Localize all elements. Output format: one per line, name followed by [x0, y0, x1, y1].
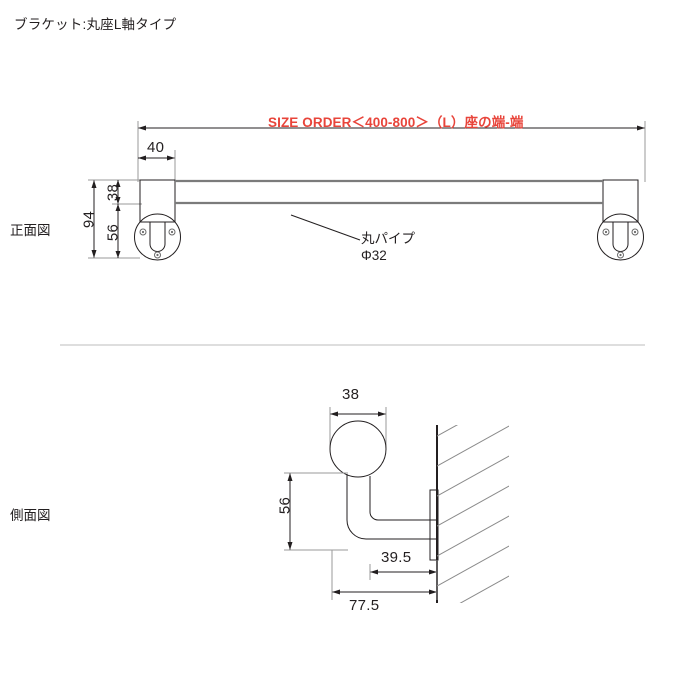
- width-dim-arrow-right: [167, 155, 175, 161]
- overall-dim-arrow-left: [138, 125, 146, 131]
- right-screw-dot-3: [619, 253, 622, 257]
- dim-bracket-width: 40: [147, 139, 165, 156]
- front-view-label: 正面図: [10, 223, 51, 238]
- right-screw-dot-2: [633, 230, 637, 234]
- right-screw-hole-2: [631, 228, 639, 236]
- pipe-callout-line2: Φ32: [361, 247, 387, 263]
- left-base-plate: [134, 213, 181, 261]
- plate-offset-arrow-right: [429, 569, 437, 575]
- total-height-arrow-top: [91, 180, 97, 188]
- projection-arrow-left: [332, 589, 340, 595]
- dim-total-projection: 77.5: [349, 597, 380, 614]
- side-view-label: 側面図: [10, 508, 51, 523]
- left-bracket-block: [139, 179, 176, 223]
- total-height-arrow-bottom: [91, 250, 97, 258]
- left-screw-dot-1: [141, 230, 145, 234]
- page-title: ブラケット:丸座L軸タイプ: [14, 17, 177, 32]
- width-dim-arrow-left: [138, 155, 146, 161]
- drop-dim-arrow-top: [287, 473, 293, 481]
- dim-pipe-diameter: 38: [342, 386, 360, 403]
- post-height-arrow-bottom: [115, 251, 121, 258]
- right-screw-dot-1: [604, 230, 608, 234]
- right-screw-hole-1: [602, 228, 610, 236]
- wall-hatching: [437, 425, 509, 603]
- block-height-arrow-top: [115, 180, 121, 187]
- pipe-callout-line1: 丸パイプ: [361, 231, 415, 246]
- right-bracket-post: [612, 222, 629, 252]
- left-screw-hole-1: [139, 228, 147, 236]
- right-base-plate: [597, 213, 644, 261]
- left-screw-hole-3: [154, 251, 161, 259]
- left-screw-hole-2: [168, 228, 176, 236]
- pipe-leader-line: [290, 214, 361, 241]
- overall-dim-arrow-right: [637, 125, 645, 131]
- right-screw-hole-3: [617, 251, 624, 259]
- pipe-dia-arrow-right: [378, 411, 386, 417]
- left-bracket-post: [149, 222, 166, 252]
- post-height-arrow-top: [115, 204, 121, 211]
- left-screw-dot-2: [170, 230, 174, 234]
- block-height-arrow-bottom: [115, 197, 121, 204]
- bracket-arm-inner: [369, 476, 437, 521]
- right-bracket-block: [602, 179, 639, 223]
- pipe-dia-arrow-left: [330, 411, 338, 417]
- left-screw-dot-3: [156, 253, 159, 257]
- pipe-cross-section: [329, 420, 387, 478]
- dim-drop-height: 56: [276, 496, 294, 515]
- dim-plate-offset: 39.5: [381, 549, 412, 566]
- bracket-arm-outer: [346, 474, 437, 540]
- pipe-callout: 丸パイプ Φ32: [361, 231, 415, 265]
- projection-arrow-right: [429, 589, 437, 595]
- drop-dim-arrow-bottom: [287, 542, 293, 550]
- size-order-note: SIZE ORDER＜400-800＞（L）座の端-端: [268, 115, 524, 130]
- plate-offset-arrow-left: [370, 569, 378, 575]
